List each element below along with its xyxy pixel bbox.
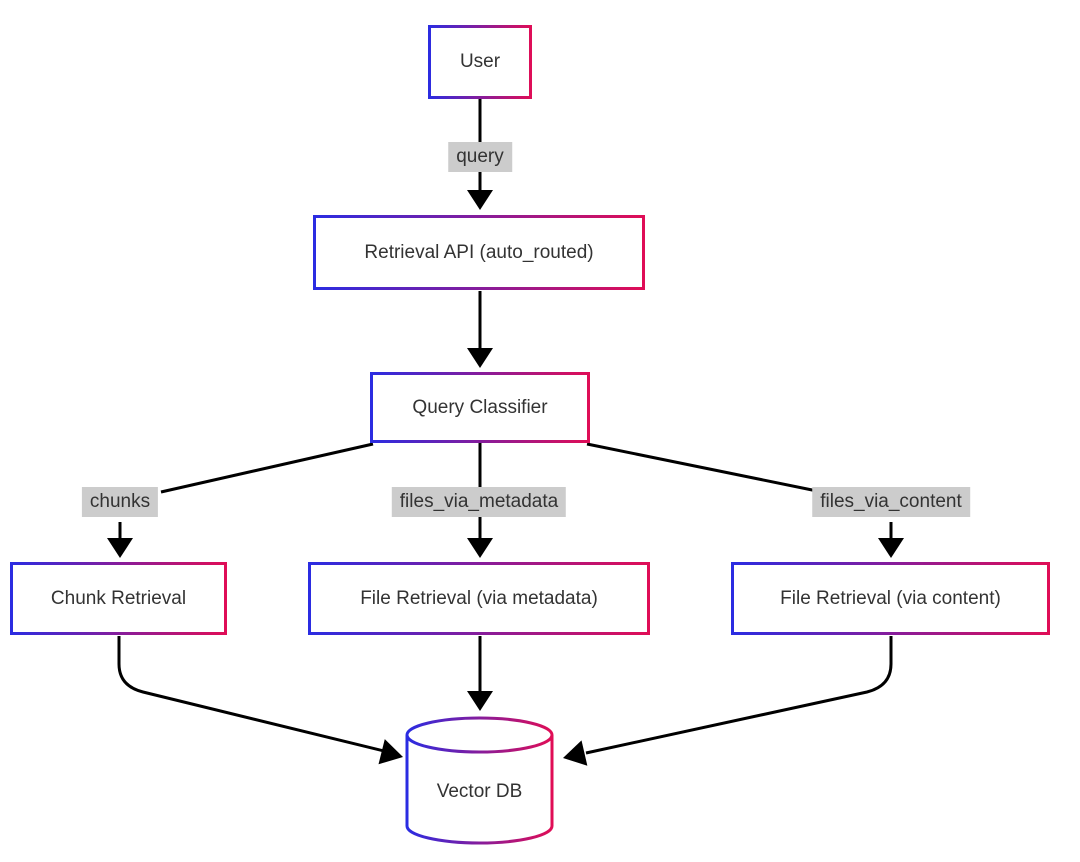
arrowhead-into-db-left (378, 739, 403, 765)
node-file-retrieval-content: File Retrieval (via content) (731, 562, 1050, 635)
vector-db-cylinder (405, 716, 554, 845)
edge-chunk-to-db (117, 636, 385, 753)
arrowhead-into-db-right (563, 740, 588, 766)
node-file-retrieval-metadata: File Retrieval (via metadata) (308, 562, 650, 635)
arrowhead-into-file-content (878, 538, 904, 558)
node-retrieval-api: Retrieval API (auto_routed) (313, 215, 645, 290)
edge-label-query: query (448, 142, 512, 172)
arrowhead-into-chunk-retrieval (107, 538, 133, 558)
arrowheads (107, 190, 904, 766)
node-chunk-retrieval: Chunk Retrieval (10, 562, 227, 635)
arrowhead-into-db-top (467, 691, 493, 711)
node-user: User (428, 25, 532, 99)
node-user-label: User (431, 28, 529, 96)
arrowhead-into-classifier (467, 348, 493, 368)
edge-label-files-via-content: files_via_content (812, 487, 970, 517)
arrowhead-into-api (467, 190, 493, 210)
edge-label-files-via-metadata: files_via_metadata (391, 487, 567, 517)
node-query-classifier-label: Query Classifier (373, 375, 587, 440)
node-file-retrieval-content-label: File Retrieval (via content) (734, 565, 1047, 632)
edge-content-to-db (585, 636, 893, 755)
edge-classifier-to-chunks-diagonal (160, 442, 374, 494)
node-retrieval-api-label: Retrieval API (auto_routed) (316, 218, 642, 287)
arrowhead-into-file-metadata (467, 538, 493, 558)
edge-classifier-to-content-diagonal (586, 442, 823, 494)
edge-label-chunks: chunks (81, 487, 159, 517)
node-chunk-retrieval-label: Chunk Retrieval (13, 565, 224, 632)
cylinder-rim (405, 734, 554, 754)
node-query-classifier: Query Classifier (370, 372, 590, 443)
node-file-retrieval-metadata-label: File Retrieval (via metadata) (311, 565, 647, 632)
node-vector-db-label: Vector DB (436, 781, 523, 802)
